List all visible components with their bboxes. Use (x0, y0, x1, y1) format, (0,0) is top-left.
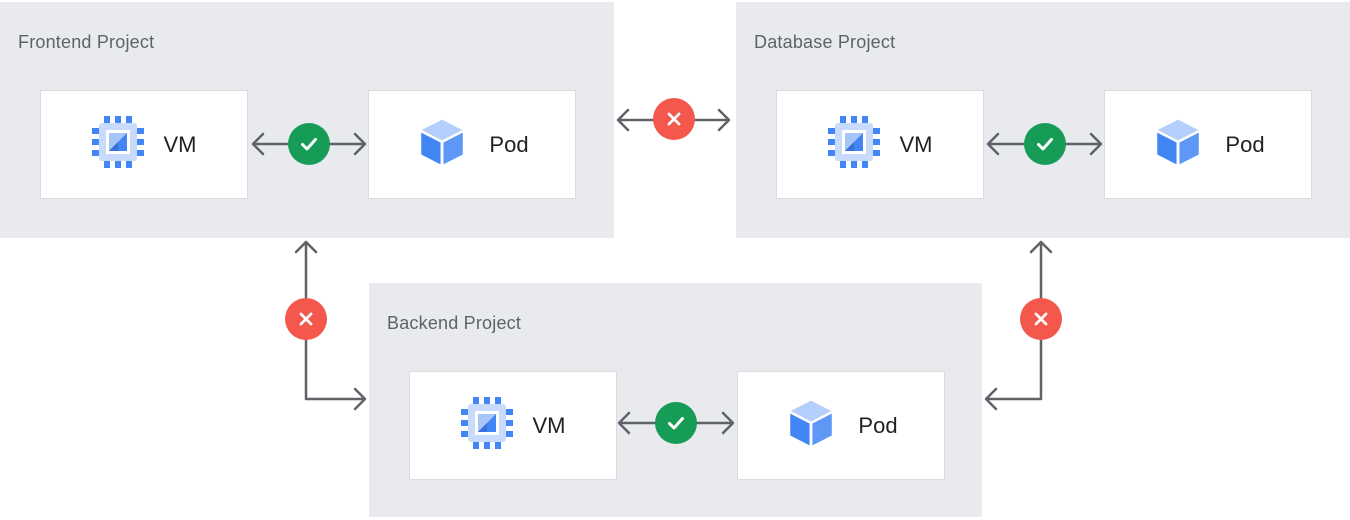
project-panel-backend: Backend Project VM (369, 283, 982, 517)
project-panel-frontend: Frontend Project VM (0, 2, 614, 238)
pod-icon (784, 396, 838, 455)
project-title: Backend Project (387, 313, 522, 333)
node-label-pod: Pod (1225, 131, 1265, 157)
vm-node: VM (40, 90, 248, 199)
pod-icon (1151, 115, 1205, 174)
node-label-vm: VM (532, 412, 566, 438)
check-icon (288, 123, 330, 165)
project-panel-database: Database Project VM (736, 2, 1350, 238)
pod-node: Pod (368, 90, 576, 199)
vm-node: VM (776, 90, 984, 199)
vm-icon (91, 116, 144, 173)
x-icon (653, 98, 695, 140)
pod-node: Pod (1104, 90, 1312, 199)
node-label-vm: VM (899, 131, 933, 157)
project-title: Frontend Project (18, 32, 155, 52)
vm-icon (460, 397, 513, 454)
node-label-pod: Pod (858, 412, 898, 438)
x-icon (1020, 298, 1062, 340)
project-title: Database Project (754, 32, 896, 52)
pod-node: Pod (737, 371, 945, 480)
x-icon (285, 298, 327, 340)
check-icon (1024, 123, 1066, 165)
check-icon (655, 402, 697, 444)
vm-icon (827, 116, 880, 173)
node-label-pod: Pod (489, 131, 529, 157)
vm-node: VM (409, 371, 617, 480)
node-label-vm: VM (163, 131, 197, 157)
pod-icon (415, 115, 469, 174)
